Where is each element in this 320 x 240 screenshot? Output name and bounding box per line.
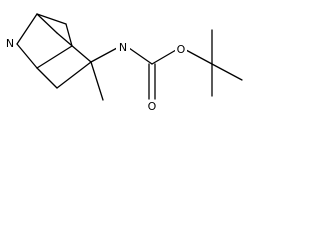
bond-c4-c5	[36, 67, 58, 89]
bond-c2-c3	[56, 32, 92, 63]
bond-c3-nh	[90, 47, 118, 63]
bond-ester-o-cq	[185, 49, 213, 65]
bond-c5-c6	[36, 45, 73, 69]
bond-c3-methyl	[90, 61, 104, 101]
bond-nh-carbonyl	[128, 47, 153, 65]
bond-c1-c7	[36, 13, 67, 25]
bond-n8-c1	[16, 13, 38, 45]
chemical-structure: N N O O	[4, 13, 243, 114]
bicyclic-ring	[16, 13, 92, 89]
bond-c3-c4	[56, 61, 92, 89]
carbonyl-o-text: O	[148, 100, 157, 113]
bond-c7-c6	[65, 23, 73, 47]
ester-o-text: O	[177, 43, 186, 56]
atom-label-carbonyl-o: O	[146, 100, 158, 114]
atom-label-ester-o: O	[175, 43, 187, 57]
atom-label-amine-n: N	[4, 37, 16, 51]
bond-c1-c2	[36, 13, 58, 34]
bond-cq-methyl-right	[211, 63, 243, 81]
amine-n-text: N	[6, 37, 14, 50]
bond-c5-n8	[16, 43, 38, 69]
bond-carbonyl-ester-o	[151, 49, 177, 65]
atom-label-carbamate-n: N	[116, 41, 130, 55]
carbamate-n-text: N	[119, 41, 127, 54]
